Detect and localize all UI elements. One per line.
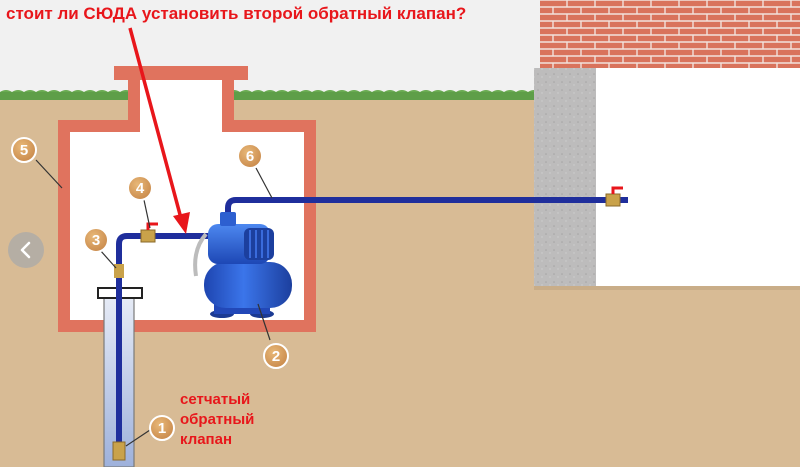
concrete-foundation xyxy=(534,68,596,286)
svg-text:2: 2 xyxy=(272,348,280,365)
discharge-pipe xyxy=(225,197,628,228)
callout-1: 1 xyxy=(149,415,175,441)
question-annotation: стоит ли СЮДА установить второй обратный… xyxy=(6,4,467,23)
house-interior xyxy=(596,68,800,286)
ball-valve-4-handle xyxy=(146,222,158,230)
leader-4 xyxy=(143,199,151,229)
previous-image-button[interactable] xyxy=(8,232,44,268)
pump-ribs xyxy=(249,230,269,258)
question-arrow-head xyxy=(173,212,190,234)
caisson-neck xyxy=(140,80,222,132)
callout-6: 6 xyxy=(237,143,263,169)
check-valve-note-line-3: клапан xyxy=(180,431,233,448)
leader-5 xyxy=(35,159,63,189)
svg-text:3: 3 xyxy=(92,232,100,249)
callout-3: 3 xyxy=(83,227,109,253)
leader-1 xyxy=(125,429,151,447)
pump-motor xyxy=(244,228,274,260)
pressure-switch xyxy=(220,212,236,226)
ball-valve-4 xyxy=(140,229,156,243)
mesh-check-valve xyxy=(112,441,126,461)
foundation-footing xyxy=(534,286,800,290)
leader-2 xyxy=(257,303,271,341)
question-arrow-shaft xyxy=(128,27,184,223)
brick-wall xyxy=(540,0,800,68)
leader-6 xyxy=(255,167,273,199)
svg-text:6: 6 xyxy=(246,148,254,165)
callout-4: 4 xyxy=(127,175,153,201)
callout-2: 2 xyxy=(263,343,289,369)
house-valve-handle xyxy=(611,186,623,194)
check-valve-note-line-2: обратный xyxy=(180,411,255,428)
svg-text:4: 4 xyxy=(136,180,145,197)
leader-3 xyxy=(99,249,117,269)
chevron-left-icon xyxy=(20,241,31,259)
check-valve-note-line-1: сетчатый xyxy=(180,391,251,408)
callout-5: 5 xyxy=(11,137,37,163)
flex-hose xyxy=(193,232,208,277)
svg-text:5: 5 xyxy=(20,142,28,159)
svg-text:1: 1 xyxy=(158,420,166,437)
check-valve-note: сетчатый обратный клапан xyxy=(180,390,254,450)
hydro-tank xyxy=(204,262,292,308)
suction-fitting xyxy=(114,264,124,278)
house-valve xyxy=(605,193,621,207)
grass-strip xyxy=(0,92,540,100)
suction-pipe xyxy=(116,233,215,452)
